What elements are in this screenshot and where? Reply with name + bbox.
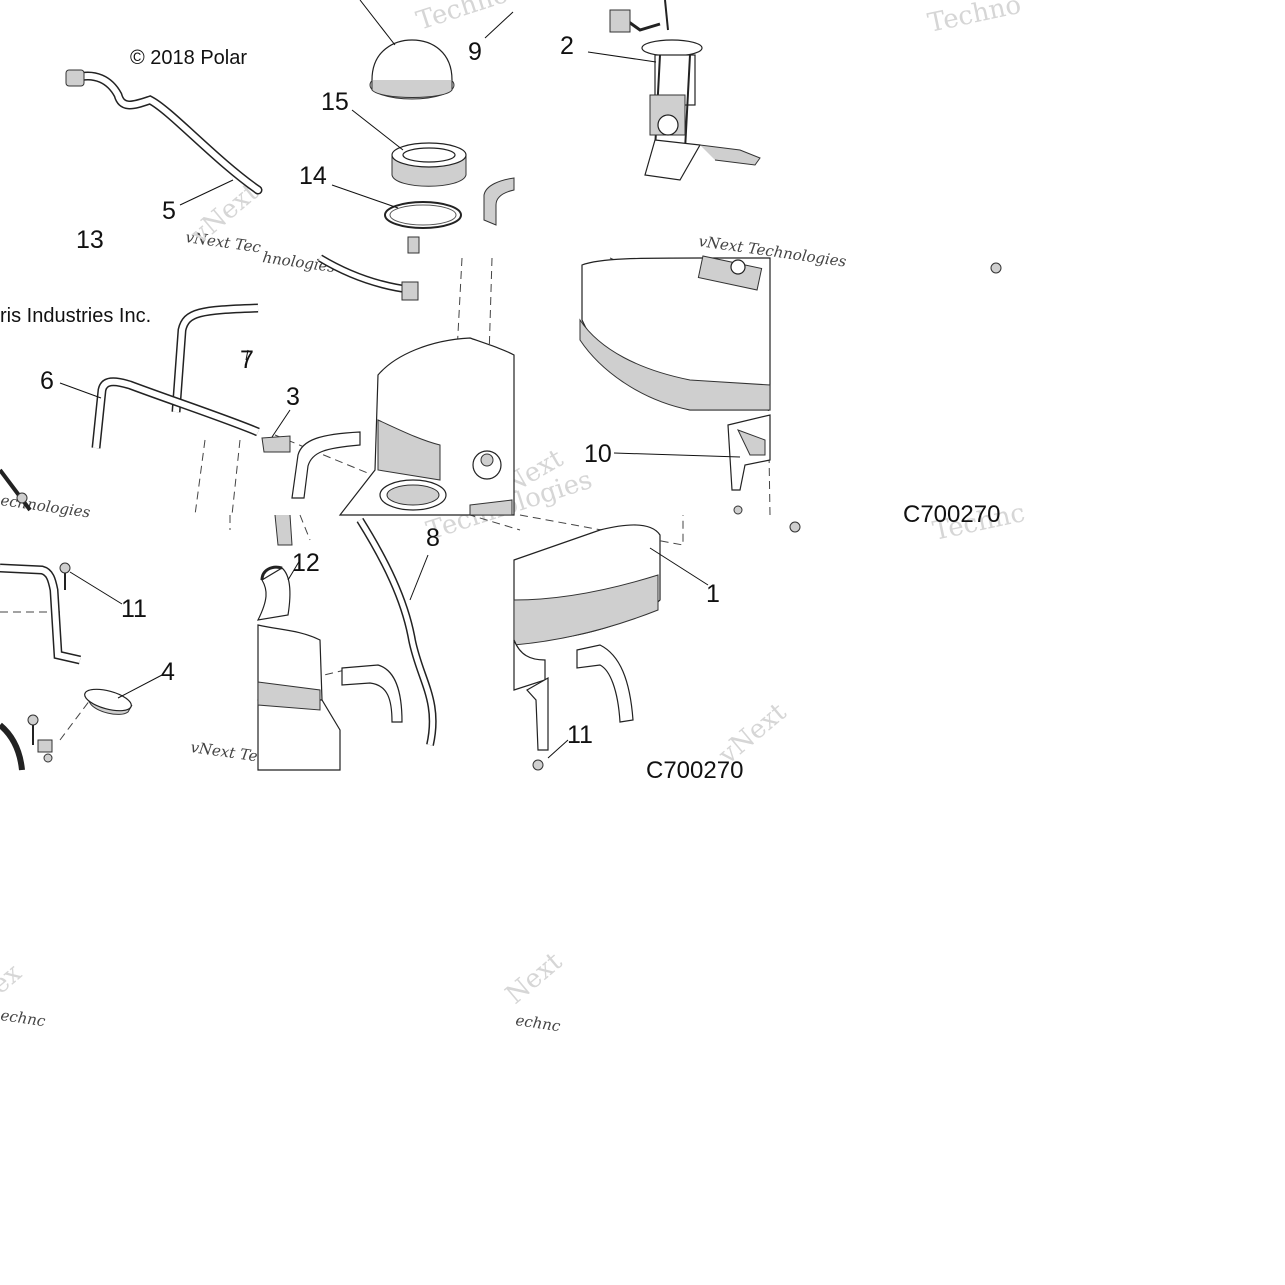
strap-bracket-lower-right <box>526 644 634 751</box>
callout-12: 12 <box>292 549 320 577</box>
callout-15: 15 <box>321 88 349 116</box>
hose-fitting-icon <box>65 69 85 87</box>
strap-lower-left <box>0 563 81 771</box>
strap-lower-center <box>341 664 403 723</box>
callout-6: 6 <box>40 367 54 395</box>
callout-13: 13 <box>76 226 104 254</box>
watermark-vnext-te: vNext Te <box>189 738 258 765</box>
fuel-pump-2 <box>609 0 761 181</box>
bracket-curved-center <box>291 431 361 499</box>
hose-13 <box>65 69 263 195</box>
drawing-code-fragment: C700270 <box>903 501 1000 528</box>
fuel-cap-9 <box>359 0 455 100</box>
callout-5: 5 <box>162 197 176 225</box>
callout-11-left: 11 <box>121 595 147 623</box>
filler-neck-12 <box>256 514 293 621</box>
watermark-techno: Techno <box>413 0 512 37</box>
hose-5 <box>317 254 419 301</box>
tank-lower <box>257 624 341 771</box>
callout-11-right: 11 <box>567 721 593 749</box>
callout-8: 8 <box>426 524 440 552</box>
pad-3 <box>261 435 291 453</box>
fuel-tank-top <box>338 337 515 516</box>
callout-3: 3 <box>286 383 300 411</box>
bracket-10 <box>727 262 1002 533</box>
title-block: © 2018 Polar ris Industries Inc. C700270… <box>0 47 1000 784</box>
callout-7: 7 <box>240 346 254 374</box>
strap-6 <box>0 377 260 512</box>
bolt-11-right <box>532 759 544 771</box>
leader-lines <box>59 11 741 759</box>
bolt-11-left <box>27 562 71 745</box>
watermark-techno-2: Techno <box>925 0 1024 39</box>
callout-labels: 1 2 3 4 5 6 7 8 9 10 11 11 12 13 14 15 <box>40 32 720 749</box>
lock-ring-4 <box>84 688 133 715</box>
gasket-14 <box>384 201 462 254</box>
lock-ring-15 <box>391 142 467 187</box>
tile-masks <box>0 771 1285 971</box>
bracket-small-top <box>483 177 515 226</box>
vent-hose-8 <box>356 517 437 746</box>
callout-14: 14 <box>299 162 327 190</box>
copyright-text: © 2018 Polar <box>130 47 247 69</box>
sensor-left <box>37 739 53 763</box>
drawing-code: C700270 <box>646 757 743 784</box>
callout-10: 10 <box>584 440 612 468</box>
fuel-tank-right <box>579 255 771 411</box>
watermark-echnc-2: echnc <box>514 1011 562 1035</box>
fuel-tank-1 <box>513 524 661 691</box>
watermark-echnc: echnc <box>0 1006 47 1030</box>
callout-1: 1 <box>706 580 720 608</box>
callout-9: 9 <box>468 38 482 66</box>
strap-7 <box>171 303 259 413</box>
watermark-echnologies: echnologies <box>0 491 92 521</box>
callout-2: 2 <box>560 32 574 60</box>
callout-4: 4 <box>161 658 175 686</box>
copyright-text-continued: ris Industries Inc. <box>0 305 151 327</box>
